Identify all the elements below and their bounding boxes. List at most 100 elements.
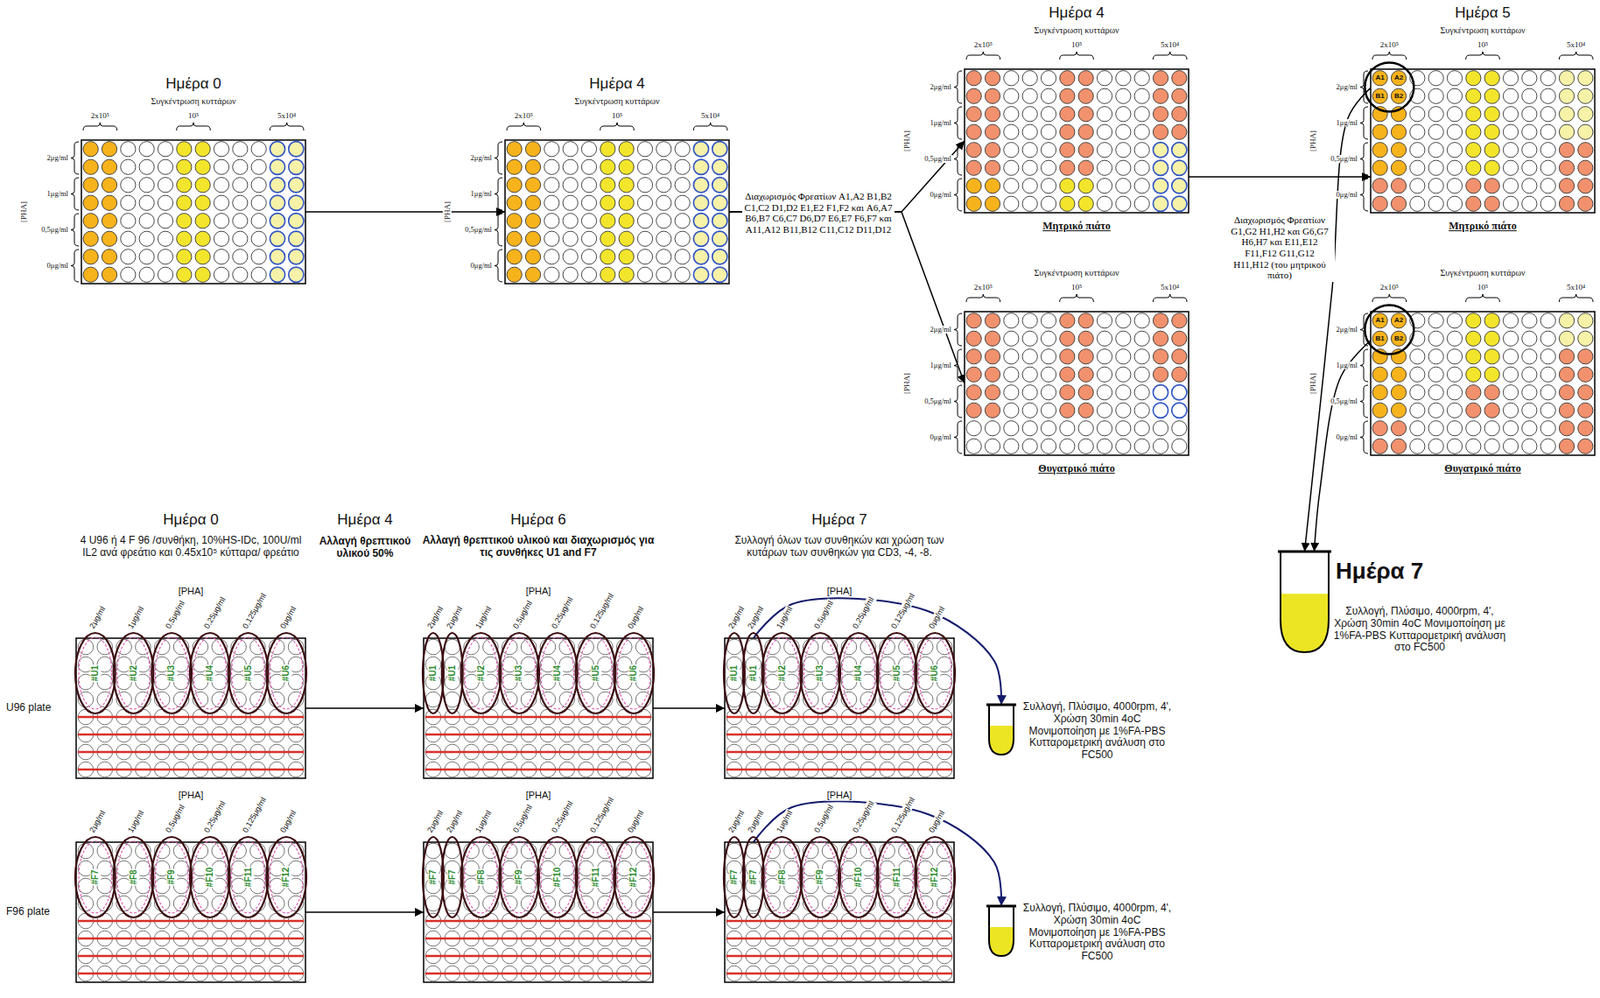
well [1152,349,1168,365]
well [1134,349,1150,365]
well [1372,70,1388,86]
well [1022,438,1038,454]
well [984,196,1000,211]
condition-oval [800,632,841,714]
condition-oval [461,836,502,918]
well [1446,438,1462,454]
pha-concentration: 1μg/ml [1335,361,1359,371]
pha-concentration: 2μg/ml [725,807,747,836]
row-line [726,937,953,940]
well [656,159,672,175]
well [984,438,1000,454]
well [444,895,461,912]
well [120,249,136,265]
pha-concentration: 2μg/ml [929,83,953,92]
well [726,842,743,859]
well [1466,142,1481,158]
well [157,266,173,282]
bracket [954,349,962,382]
condition-id: #F7 [447,868,458,885]
bracket [1360,385,1369,418]
well-id: A2 [1394,74,1404,83]
well [1502,88,1518,104]
well [1522,385,1537,400]
well [1040,385,1056,400]
bracket [83,122,118,131]
well [1410,106,1425,122]
well [1522,88,1537,104]
well [176,231,192,246]
well [1059,313,1075,329]
well [1558,385,1574,400]
pha-concentration: 2μg/ml [443,807,465,836]
cell-concentration: 10⁵ [1070,282,1083,292]
well [1578,330,1593,346]
well [562,266,578,282]
condition-id: #U6 [280,664,292,682]
well [1171,160,1187,176]
condition-id: #F12 [628,866,639,889]
well [525,159,541,175]
well [1152,88,1168,104]
well [1152,385,1168,400]
condition-oval [193,841,227,913]
well [1578,160,1593,176]
pha-concentration: 0,5μg/ml [923,154,953,164]
well [581,249,597,265]
well [1003,349,1019,365]
condition-oval [231,841,266,913]
well [288,266,304,282]
condition-oval [579,637,613,709]
well [195,177,211,193]
bracket [600,122,635,131]
well [444,638,461,655]
pha-concentration: 2μg/ml [470,154,493,163]
well [101,213,117,229]
well [1502,70,1518,86]
well [1502,438,1518,454]
well [1410,142,1425,158]
well [1484,349,1500,365]
well [1502,142,1518,158]
condition-id: #U3 [513,664,525,682]
well [269,213,285,229]
well [525,177,541,193]
bracket [1152,294,1187,302]
well [1171,196,1187,211]
well [213,195,229,211]
well [1134,402,1150,418]
well [1484,70,1500,86]
well [288,141,304,157]
well [1466,385,1481,400]
well [618,249,634,265]
well [581,213,597,229]
well [1390,88,1406,104]
well [637,177,653,193]
well [1558,142,1574,158]
well [1096,402,1112,418]
row-line [77,954,304,957]
bracket [70,249,79,282]
condition-id: #U2 [128,664,140,682]
well [674,266,690,282]
well [1484,366,1500,382]
well [712,266,728,282]
well [1578,385,1593,400]
condition-oval [117,841,151,913]
cell-concentration: 5x10⁴ [700,111,721,120]
well [1372,160,1388,176]
pha-concentration: 0μg/ml [46,261,70,271]
well [1428,70,1444,86]
well [984,330,1000,346]
well-id: B1 [1375,91,1385,100]
well [1152,70,1168,86]
well-plate: [PHA]2μg/ml1μg/ml0,5μg/ml0,25μg/ml0,125μ… [76,842,306,983]
well [712,159,728,175]
well [1040,421,1056,436]
well [1152,160,1168,176]
well [1428,142,1444,158]
well [1115,313,1131,329]
axis-title: Συγκέντρωση κυττάρων [573,96,660,107]
well [1446,178,1462,194]
well [1059,438,1075,454]
